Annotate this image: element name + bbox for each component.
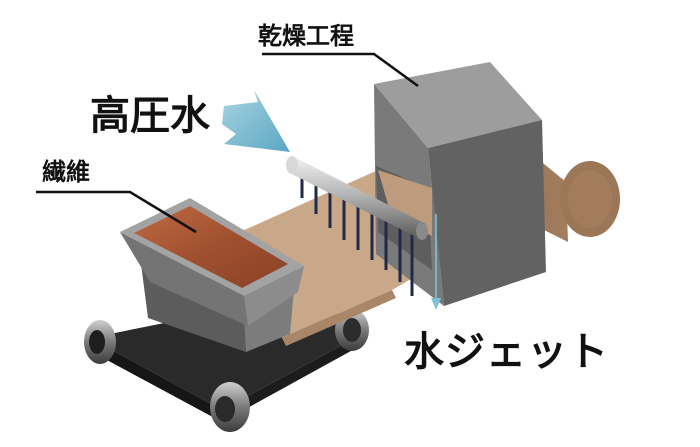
high-pressure-water-label: 高圧水 <box>90 93 210 139</box>
label-leader-lines <box>36 52 419 234</box>
water-jet-label: 水ジェット <box>404 329 609 375</box>
fabric-entering-dryer <box>378 170 432 236</box>
fiber-hopper-icon <box>120 198 304 352</box>
water-jet-pointer-arrow <box>431 214 441 310</box>
conveyor-roller-left-icon <box>84 320 116 364</box>
high-pressure-water-arrow-icon <box>222 90 290 152</box>
nozzle-bar-icon <box>286 156 428 240</box>
drying-process-label: 乾燥工程 <box>258 22 354 50</box>
fiber-label: 繊維 <box>42 158 90 186</box>
conveyor-roller-front-icon <box>210 382 250 432</box>
